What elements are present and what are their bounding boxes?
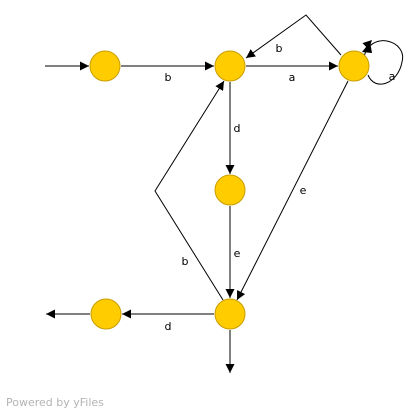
edge-label-n2-n4: d (234, 122, 241, 135)
edge-n3-self-loop (363, 40, 404, 85)
edge-n3-to-n2 (245, 14, 342, 59)
edge-label-n2-n3: a (289, 71, 296, 84)
edge-label-n5-n6: d (165, 320, 172, 333)
state-node[interactable] (338, 50, 370, 82)
state-node[interactable] (214, 174, 246, 206)
state-node[interactable] (214, 298, 246, 330)
edges (45, 14, 404, 373)
edge-n5-to-n2 (154, 80, 225, 301)
edge-labels: b a b a d e e b d (165, 42, 396, 333)
edge-label-n3-self: a (389, 70, 396, 83)
state-node[interactable] (90, 298, 122, 330)
edge-n3-to-n5 (236, 80, 349, 301)
edge-label-n1-n2: b (165, 71, 172, 84)
self-loop-arrowhead (362, 42, 372, 53)
edge-label-n3-n5: e (300, 184, 307, 197)
edge-label-n3-n2: b (276, 42, 283, 55)
powered-by-footer: Powered by yFiles (6, 396, 104, 409)
edge-label-n4-n5: e (234, 247, 241, 260)
nodes (89, 50, 370, 330)
edge-label-n5-n2: b (182, 255, 189, 268)
state-node[interactable] (89, 50, 121, 82)
state-node[interactable] (214, 50, 246, 82)
